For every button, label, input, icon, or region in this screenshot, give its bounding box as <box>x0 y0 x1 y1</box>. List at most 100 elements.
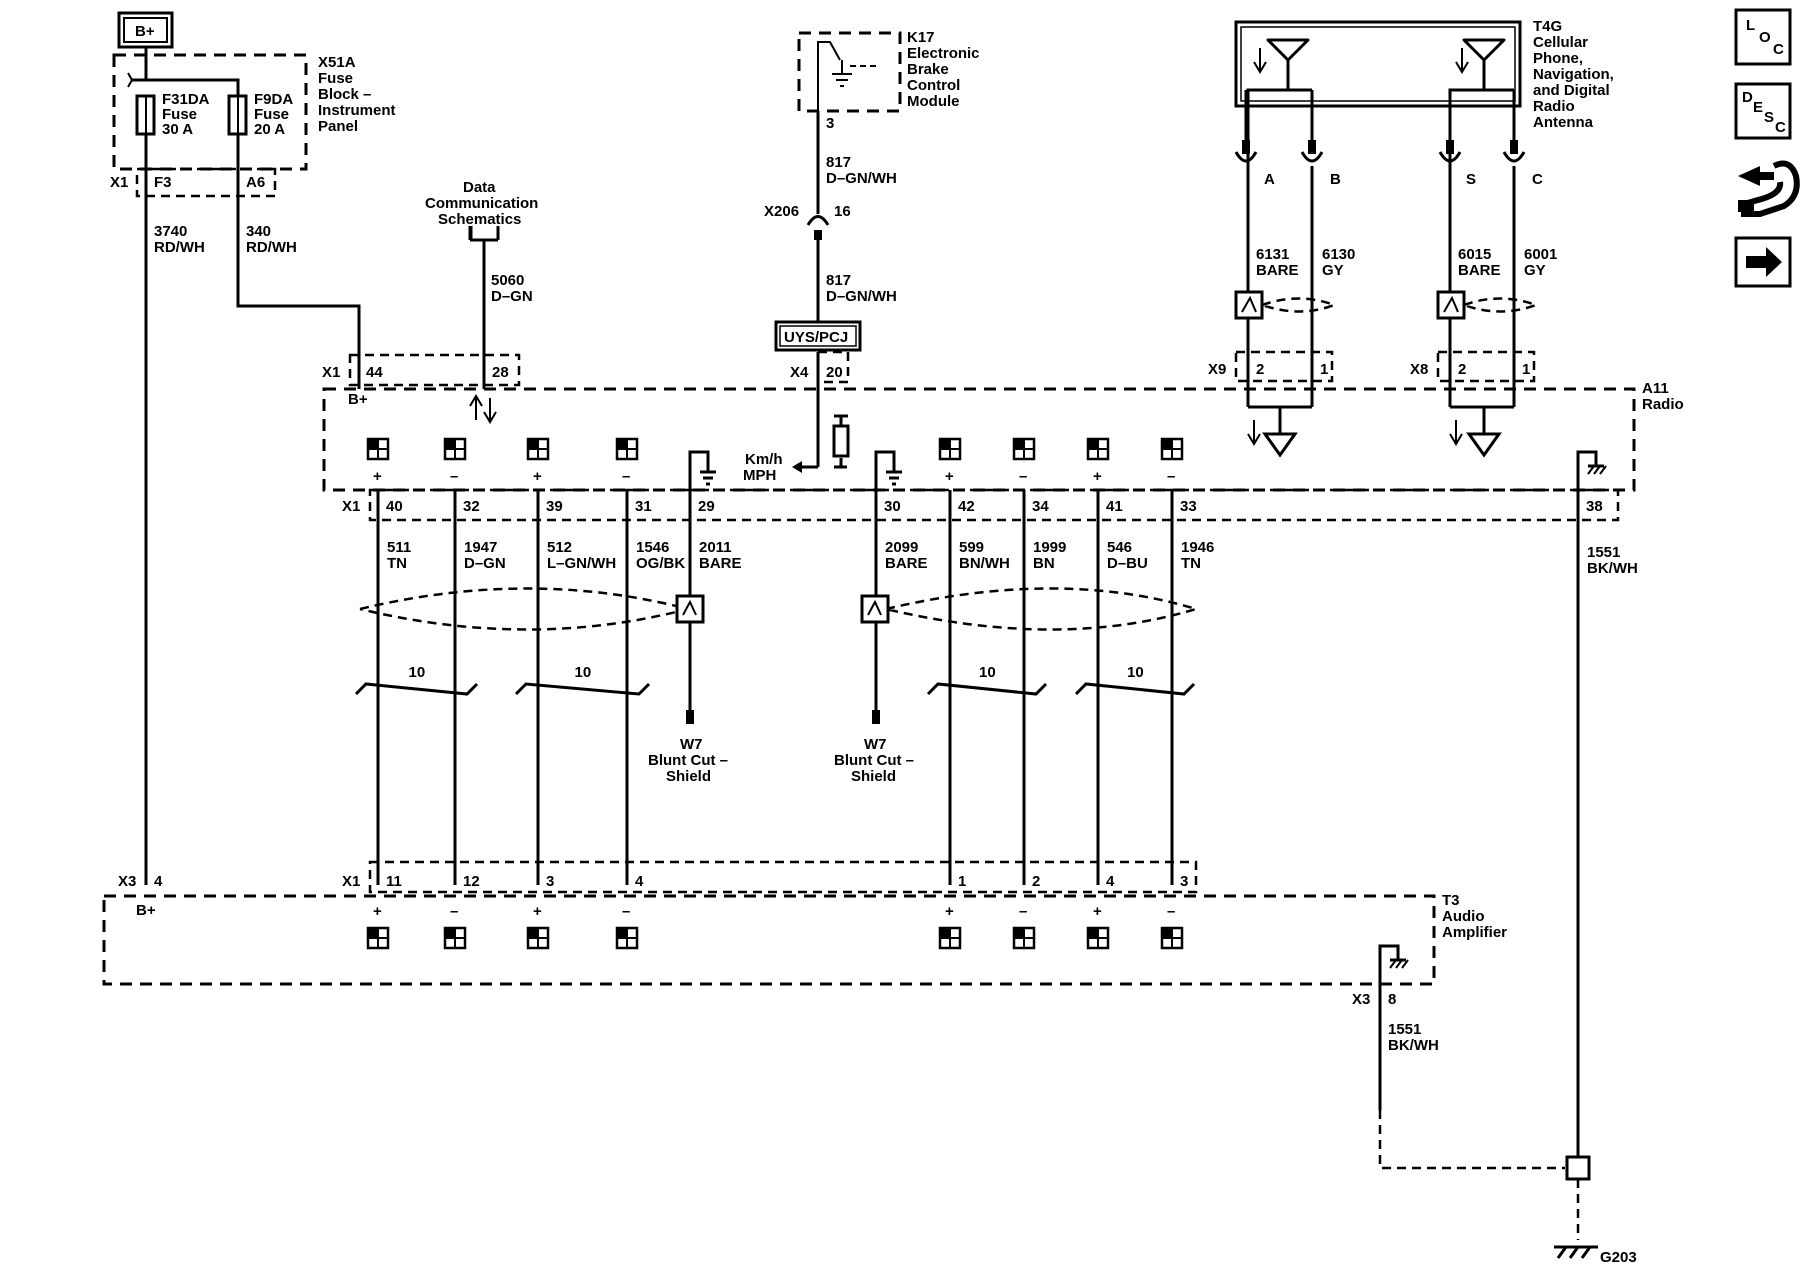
radio-pin-29: 29 <box>698 498 715 515</box>
amplifier-module <box>102 894 1436 986</box>
radio-speaker-symbol-8 <box>1086 437 1110 461</box>
fuse-block-label-2: Block – <box>318 86 371 103</box>
wire-labels: 511TN1947D–GN512L–GN/WH1546OG/BK2011BARE… <box>387 539 1638 577</box>
desc-letter-s: S <box>1764 109 1774 126</box>
antenna-pin-c: C <box>1532 171 1543 188</box>
connector-x8 <box>1436 350 1536 383</box>
fuse-connector-ref: X1 <box>110 174 128 191</box>
radio-polarity-2: + <box>533 468 542 485</box>
data-comm-label-2: Communication <box>425 195 538 212</box>
radio-speaker-symbol-9 <box>1160 437 1184 461</box>
speed-label-kmh: Km/h <box>745 451 783 468</box>
ground-label: G203 <box>1600 1249 1637 1266</box>
radio-polarity-7: – <box>1019 468 1027 485</box>
amp-polarity-3: – <box>622 903 630 920</box>
amp-speaker-symbol-0 <box>366 926 390 950</box>
t4g-antenna-module <box>1234 20 1522 108</box>
loc-letter-l: L <box>1746 17 1755 34</box>
amp-speaker-inputs: +–+–+–+– <box>366 903 1184 950</box>
desc-letter-e: E <box>1753 99 1763 116</box>
wire-label-num-4: 2011 <box>699 539 732 556</box>
bplus-source: B+ <box>117 11 174 49</box>
amp-speaker-symbol-7 <box>1160 926 1184 950</box>
radio-pin-44: 44 <box>366 364 383 381</box>
wire-5060-color: D–GN <box>491 288 533 305</box>
amp-label-2: Amplifier <box>1442 924 1507 941</box>
amp-pin-7: 3 <box>1180 873 1188 890</box>
fuse-f9da-rating: 20 A <box>254 121 285 138</box>
amp-speaker-symbol-5 <box>1012 926 1036 950</box>
wire-3740-num: 3740 <box>154 223 187 240</box>
wire-label-num-6: 599 <box>959 539 984 556</box>
amp-pin-4: 1 <box>958 873 966 890</box>
wire-label-num-5: 2099 <box>885 539 918 556</box>
radio-speaker-symbol-7 <box>1012 437 1036 461</box>
twist-count-1: 10 <box>575 664 592 681</box>
amp-connector-x1 <box>368 860 1198 894</box>
twist-count-0: 10 <box>409 664 426 681</box>
radio-pin-38: 38 <box>1586 498 1603 515</box>
amp-pin-8: 8 <box>1388 991 1396 1008</box>
k17-ref: K17 <box>907 29 935 46</box>
radio-connector-x1-top <box>348 353 521 387</box>
description-nav-button[interactable]: D E S C <box>1734 82 1792 140</box>
wire-label-color-7: BN <box>1033 555 1055 572</box>
radio-pin-41: 41 <box>1106 498 1123 515</box>
amp-speaker-symbol-3 <box>615 926 639 950</box>
wire-label-color-6: BN/WH <box>959 555 1010 572</box>
shield-right-label-1: Blunt Cut – <box>834 752 914 769</box>
fuse-f31da-type: Fuse <box>162 106 197 123</box>
fuse-connector-x1 <box>135 167 277 198</box>
radio-pin-28: 28 <box>492 364 509 381</box>
wire-label-color-10: BK/WH <box>1587 560 1638 577</box>
bidirectional-arrow-icon <box>469 394 497 424</box>
radio-polarity-0: + <box>373 468 382 485</box>
wire-label-num-3: 1546 <box>636 539 669 556</box>
twist-marker-2 <box>926 682 1048 696</box>
amp-label-1: Audio <box>1442 908 1485 925</box>
twist-count-3: 10 <box>1127 664 1144 681</box>
fuse-pin-a6: A6 <box>246 174 265 191</box>
coax-1 <box>1246 166 1314 407</box>
wire-label-num-0: 511 <box>387 539 411 556</box>
antenna-pin-b: B <box>1330 171 1341 188</box>
loc-letter-c: C <box>1773 41 1784 58</box>
amp-polarity-2: + <box>533 903 542 920</box>
amp-pin-5: 2 <box>1032 873 1040 890</box>
amp-pin-0: 11 <box>386 873 402 890</box>
shield-right-label-2: Shield <box>851 768 896 785</box>
radio-polarity-6: + <box>945 468 954 485</box>
shield-ellipse-left <box>359 587 693 631</box>
next-arrow-button[interactable] <box>1734 236 1792 288</box>
wire-6131-color: BARE <box>1256 262 1299 279</box>
twist-marker-3 <box>1074 682 1196 696</box>
fuse-f9da-name: F9DA <box>254 91 293 108</box>
antenna-pin-a: A <box>1264 171 1275 188</box>
wire-label-color-1: D–GN <box>464 555 506 572</box>
wire-label-color-5: BARE <box>885 555 928 572</box>
location-nav-button[interactable]: L O C <box>1734 8 1792 66</box>
wire-340-num: 340 <box>246 223 271 240</box>
fuse-block-label-4: Panel <box>318 118 358 135</box>
amp-pin-2: 3 <box>546 873 554 890</box>
radio-polarity-1: – <box>450 468 458 485</box>
speed-label-mph: MPH <box>743 467 776 484</box>
wire-6001-color: GY <box>1524 262 1546 279</box>
amp-x3b-ref: X3 <box>1352 991 1370 1008</box>
wire-6130-num: 6130 <box>1322 246 1355 263</box>
wire-817b-num: 817 <box>826 272 851 289</box>
radio-x1-bottom-ref: X1 <box>342 498 360 515</box>
amp-polarity-4: + <box>945 903 954 920</box>
radio-pin-40: 40 <box>386 498 403 515</box>
connector-handshake-icon[interactable] <box>1738 160 1800 217</box>
amp-pin-4: 4 <box>154 873 163 890</box>
x8-ref: X8 <box>1410 361 1428 378</box>
data-comm-label-3: Schematics <box>438 211 521 228</box>
antenna-pin-s: S <box>1466 171 1476 188</box>
fuse-f31da-name: F31DA <box>162 91 210 108</box>
wire-label-num-10: 1551 <box>1587 544 1620 561</box>
data-comm-link <box>468 226 500 389</box>
wire-6131-num: 6131 <box>1256 246 1289 263</box>
twist-marker-1 <box>514 682 651 696</box>
